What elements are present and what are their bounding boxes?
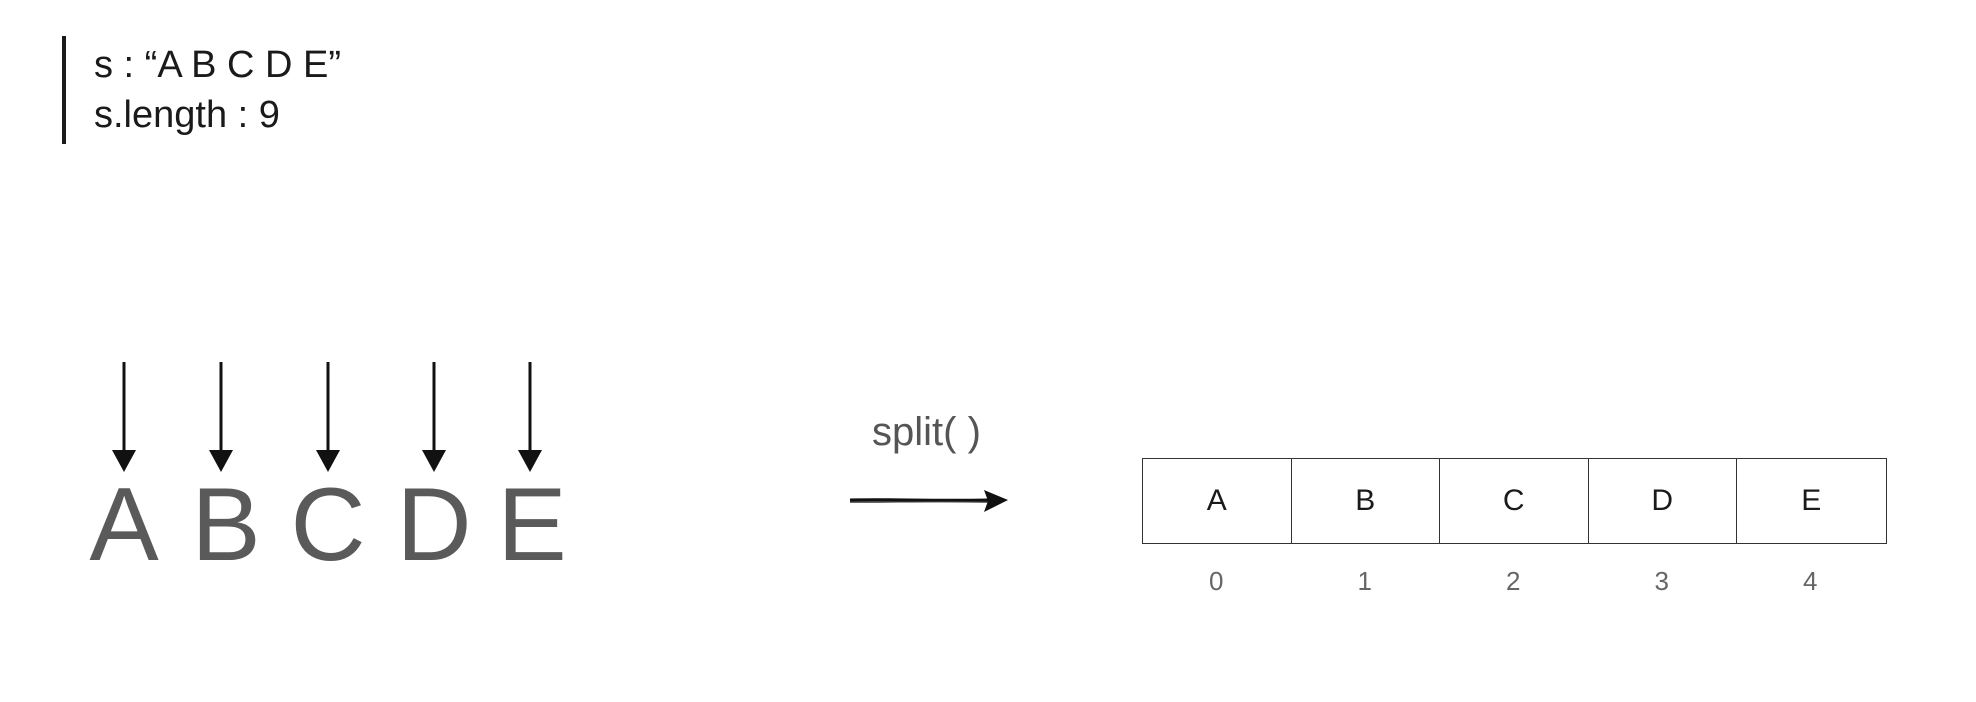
split-operation-label: split( ) [872, 410, 981, 454]
array-index: 3 [1654, 566, 1669, 596]
down-arrow-icon [316, 362, 340, 472]
array-index: 1 [1357, 566, 1372, 596]
array-cell: D [1589, 459, 1737, 543]
down-arrow-icon [422, 362, 446, 472]
down-arrow-icon [209, 362, 233, 472]
down-arrow-icon [518, 362, 542, 472]
array-cell: C [1440, 459, 1589, 543]
array-index: 2 [1506, 566, 1521, 596]
array-cell: B [1292, 459, 1440, 543]
string-info-block: s : “A B C D E” s.length : 9 [62, 36, 341, 144]
array-index: 4 [1803, 566, 1818, 596]
array-cell: E [1801, 484, 1822, 517]
string-value-line: s : “A B C D E” [94, 44, 342, 86]
down-arrow-icon [112, 362, 136, 472]
array-cell: A [1143, 459, 1292, 543]
string-length-line: s.length : 9 [94, 94, 280, 136]
array-indices: 0 1 2 3 4 [1142, 566, 1885, 597]
letter-a: A [89, 467, 159, 583]
right-arrow-icon [849, 490, 1008, 512]
result-array: A B C D E [1142, 458, 1887, 544]
letter-e: E [497, 467, 567, 583]
letter-c: C [290, 467, 366, 583]
letter-d: D [396, 467, 472, 583]
letter-b: B [191, 467, 261, 583]
array-index: 0 [1209, 566, 1224, 596]
